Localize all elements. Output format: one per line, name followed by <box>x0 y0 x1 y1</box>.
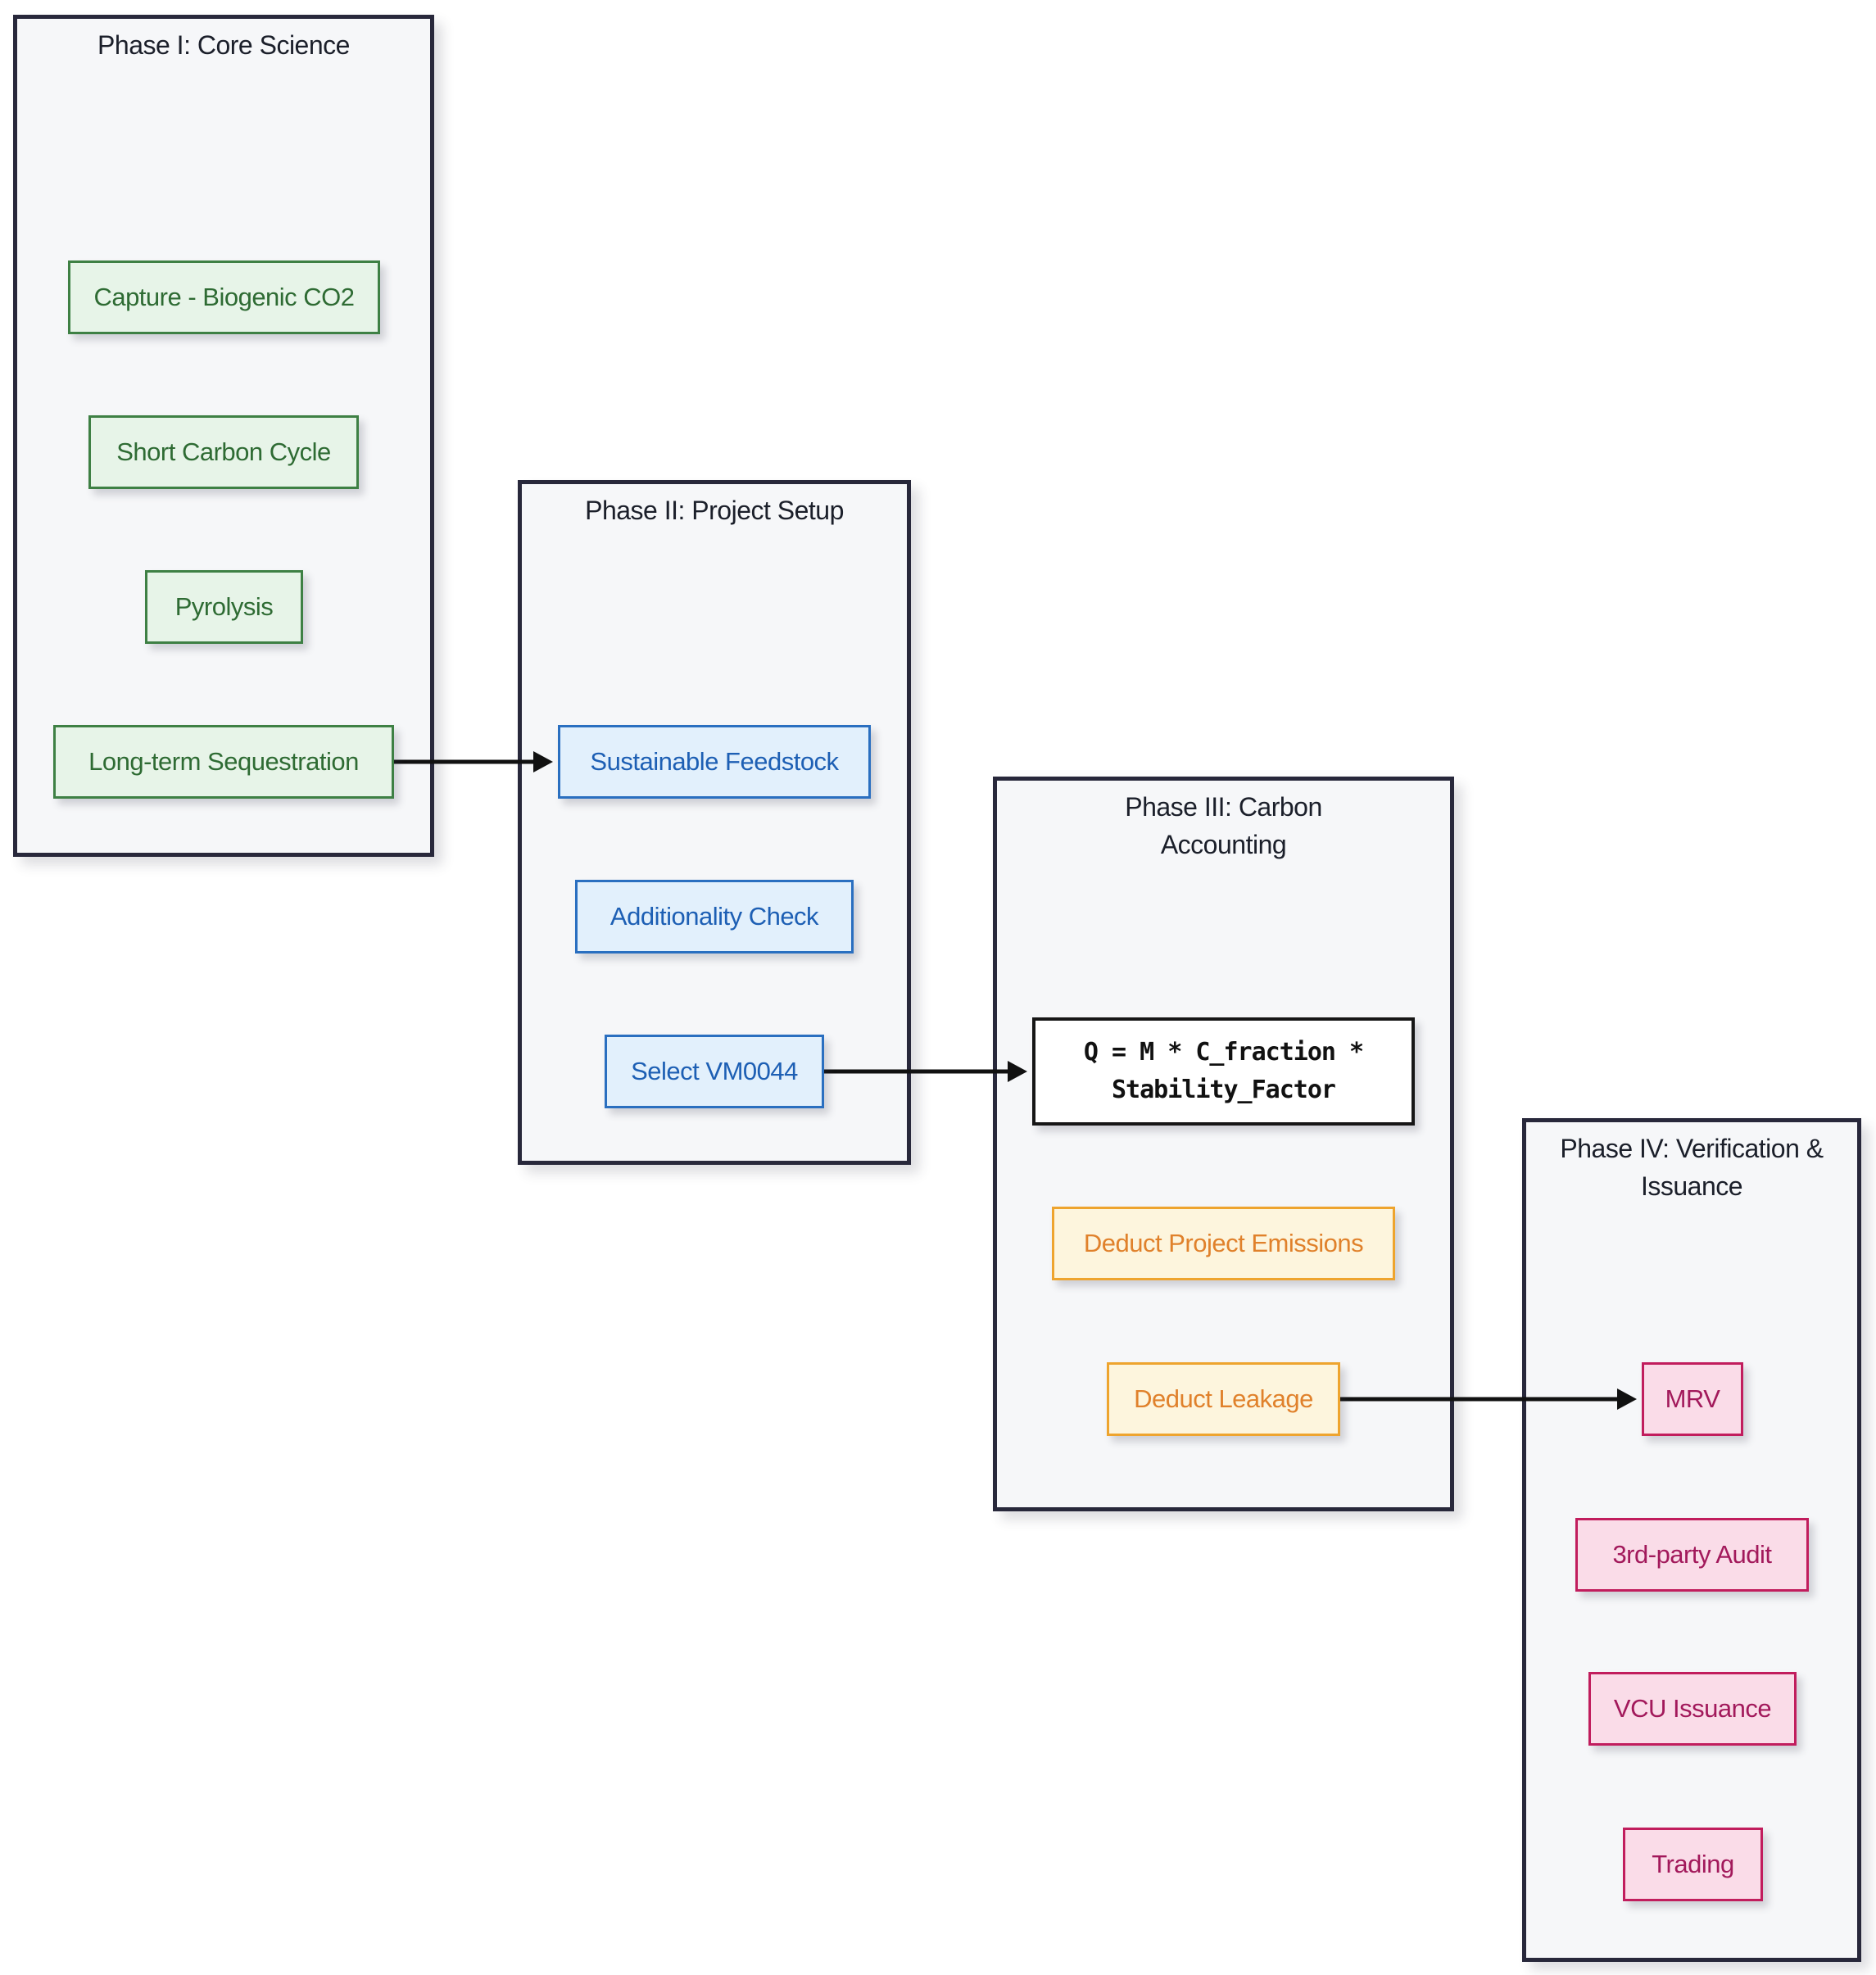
node-3rd-party-audit: 3rd-party Audit <box>1575 1518 1809 1592</box>
phase-1-title: Phase I: Core Science <box>17 26 430 64</box>
node-capture-biogenic-co2: Capture - Biogenic CO2 <box>68 260 380 334</box>
phase-2-title: Phase II: Project Setup <box>522 491 907 529</box>
phase-2-title-text: Phase II: Project Setup <box>585 496 844 525</box>
node-short-carbon-cycle: Short Carbon Cycle <box>88 415 359 489</box>
node-long-term-sequestration: Long-term Sequestration <box>53 725 394 799</box>
node-vcu-issuance: VCU Issuance <box>1588 1672 1797 1746</box>
phase-1-title-text: Phase I: Core Science <box>97 30 350 60</box>
node-deduct-leakage: Deduct Leakage <box>1107 1362 1340 1436</box>
node-trading: Trading <box>1623 1828 1763 1901</box>
phase-4-title-text: Phase IV: Verification & Issuance <box>1560 1134 1824 1201</box>
phase-3-title: Phase III: Carbon Accounting <box>997 788 1450 863</box>
node-mrv: MRV <box>1642 1362 1743 1436</box>
node-pyrolysis: Pyrolysis <box>145 570 303 644</box>
node-sustainable-feedstock: Sustainable Feedstock <box>558 725 871 799</box>
node-select-vm0044: Select VM0044 <box>605 1035 824 1108</box>
phase-4-title: Phase IV: Verification & Issuance <box>1526 1130 1857 1205</box>
node-deduct-project-emissions: Deduct Project Emissions <box>1052 1207 1395 1280</box>
node-quantification-formula: Q = M * C_fraction * Stability_Factor <box>1032 1017 1415 1126</box>
node-additionality-check: Additionality Check <box>575 880 854 954</box>
phase-3-title-text: Phase III: Carbon Accounting <box>1125 792 1322 859</box>
